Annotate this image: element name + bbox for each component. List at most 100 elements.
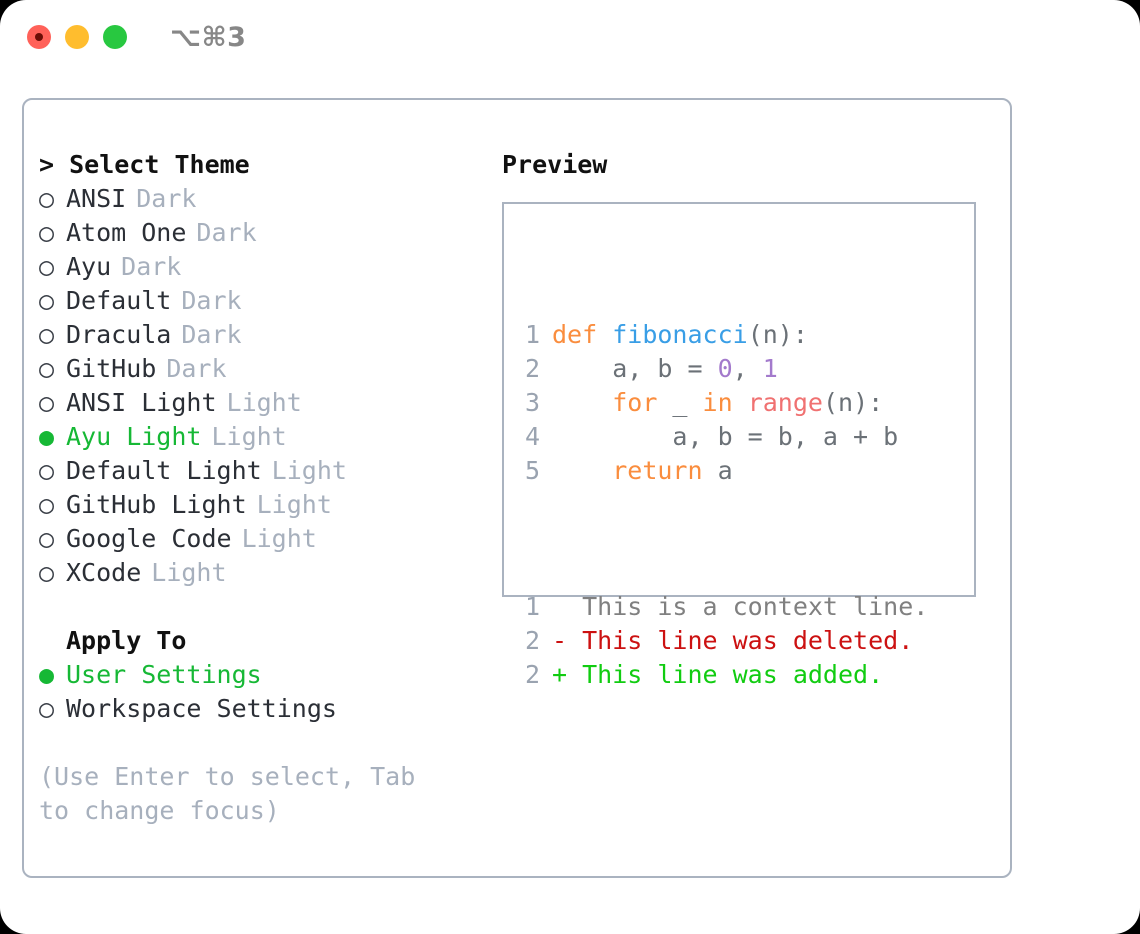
code-token-kw: return — [612, 456, 703, 485]
theme-option-ayu-light[interactable]: ● Ayu Light Light — [39, 420, 509, 454]
apply-to-label: Apply To — [66, 626, 187, 655]
theme-category-badge: Dark — [196, 218, 257, 247]
theme-option-label: ANSI Light — [66, 388, 217, 417]
help-text: (Use Enter to select, Tab to change focu… — [39, 762, 416, 825]
code-token-plain — [552, 388, 612, 417]
theme-option-xcode[interactable]: ○ XCode Light — [39, 556, 509, 590]
code-token-plain — [552, 456, 612, 485]
code-token-kw: for — [612, 388, 658, 417]
code-token-plain: a, b = b, a + b — [552, 422, 899, 451]
radio-unselected-icon: ○ — [39, 388, 55, 417]
diff-sign — [552, 592, 567, 621]
apply-to-option-label: User Settings — [66, 660, 262, 689]
code-token-plain: a, b = — [552, 354, 718, 383]
theme-option-label: Atom One — [66, 218, 187, 247]
theme-option-default[interactable]: ○ Default Dark — [39, 284, 509, 318]
code-token-plain: (n): — [822, 388, 884, 417]
code-token-plain: (n): — [747, 320, 808, 349]
theme-option-label: GitHub — [66, 354, 157, 383]
theme-option-label: Ayu Light — [66, 422, 202, 451]
theme-category-badge: Dark — [136, 184, 197, 213]
theme-option-ansi-light[interactable]: ○ ANSI Light Light — [39, 386, 509, 420]
theme-category-badge: Light — [226, 388, 302, 417]
theme-category-badge: Light — [151, 558, 227, 587]
theme-option-github[interactable]: ○ GitHub Dark — [39, 352, 509, 386]
theme-option-label: Default — [66, 286, 172, 315]
code-line: 4 a, b = b, a + b — [518, 420, 928, 454]
theme-category-badge: Dark — [166, 354, 227, 383]
apply-to-option-workspace-settings[interactable]: ○ Workspace Settings — [39, 692, 509, 726]
line-number: 1 — [524, 320, 540, 349]
code-token-plain — [733, 388, 748, 417]
radio-unselected-icon: ○ — [39, 286, 55, 315]
close-button[interactable] — [27, 25, 51, 49]
line-number: 5 — [524, 456, 540, 485]
theme-option-label: Google Code — [66, 524, 232, 553]
code-token-plain: a — [702, 456, 733, 485]
theme-option-ansi[interactable]: ○ ANSI Dark — [39, 182, 509, 216]
line-number: 2 — [524, 354, 540, 383]
line-number: 2 — [524, 626, 540, 655]
theme-option-label: Default Light — [66, 456, 262, 485]
code-line: 2 a, b = 0, 1 — [518, 352, 928, 386]
radio-selected-icon: ● — [39, 660, 55, 689]
radio-unselected-icon: ○ — [39, 694, 55, 723]
radio-unselected-icon: ○ — [39, 558, 55, 587]
code-line: 3 for _ in range(n): — [518, 386, 928, 420]
code-token-fn: fibonacci — [612, 320, 748, 349]
theme-option-default-light[interactable]: ○ Default Light Light — [39, 454, 509, 488]
diff-line-ctx: 1 This is a context line. — [518, 590, 928, 624]
maximize-button[interactable] — [103, 25, 127, 49]
radio-unselected-icon: ○ — [39, 456, 55, 485]
diff-block: 1 This is a context line.2- This line wa… — [518, 590, 928, 692]
code-token-num: 0 — [717, 354, 733, 383]
code-token-builtin: range — [747, 388, 823, 417]
traffic-light-buttons — [27, 25, 127, 49]
diff-sign: - — [552, 626, 568, 655]
apply-to-option-user-settings[interactable]: ● User Settings — [39, 658, 509, 692]
diff-line-add: 2+ This line was added. — [518, 658, 928, 692]
line-number: 3 — [524, 388, 540, 417]
radio-unselected-icon: ○ — [39, 524, 55, 553]
radio-unselected-icon: ○ — [39, 354, 55, 383]
diff-line-del: 2- This line was deleted. — [518, 624, 928, 658]
list-spacer — [39, 590, 509, 624]
apply-to-list: ● User Settings ○ Workspace Settings — [39, 658, 509, 726]
diff-text: This line was deleted. — [567, 626, 914, 655]
theme-option-label: ANSI — [66, 184, 127, 213]
theme-option-label: GitHub Light — [66, 490, 247, 519]
radio-selected-icon: ● — [39, 422, 55, 451]
radio-unselected-icon: ○ — [39, 490, 55, 519]
line-number: 4 — [524, 422, 540, 451]
radio-unselected-icon: ○ — [39, 184, 55, 213]
theme-option-google-code[interactable]: ○ Google Code Light — [39, 522, 509, 556]
line-number: 1 — [524, 592, 540, 621]
code-line: 1 def fibonacci(n): — [518, 318, 928, 352]
diff-text: This line was added. — [567, 660, 884, 689]
diff-text: This is a context line. — [567, 592, 929, 621]
theme-category-badge: Light — [271, 456, 347, 485]
minimize-button[interactable] — [65, 25, 89, 49]
theme-category-badge: Dark — [181, 286, 242, 315]
code-line: 5 return a — [518, 454, 928, 488]
title-bar: ⌥⌘3 — [0, 0, 1140, 78]
apply-to-option-label: Workspace Settings — [66, 694, 337, 723]
code-token-plain: _ — [657, 388, 703, 417]
radio-unselected-icon: ○ — [39, 320, 55, 349]
theme-category-badge: Light — [241, 524, 317, 553]
diff-sign: + — [552, 660, 568, 689]
code-token-kw: def — [552, 320, 613, 349]
theme-category-badge: Light — [211, 422, 287, 451]
theme-option-label: XCode — [66, 558, 142, 587]
